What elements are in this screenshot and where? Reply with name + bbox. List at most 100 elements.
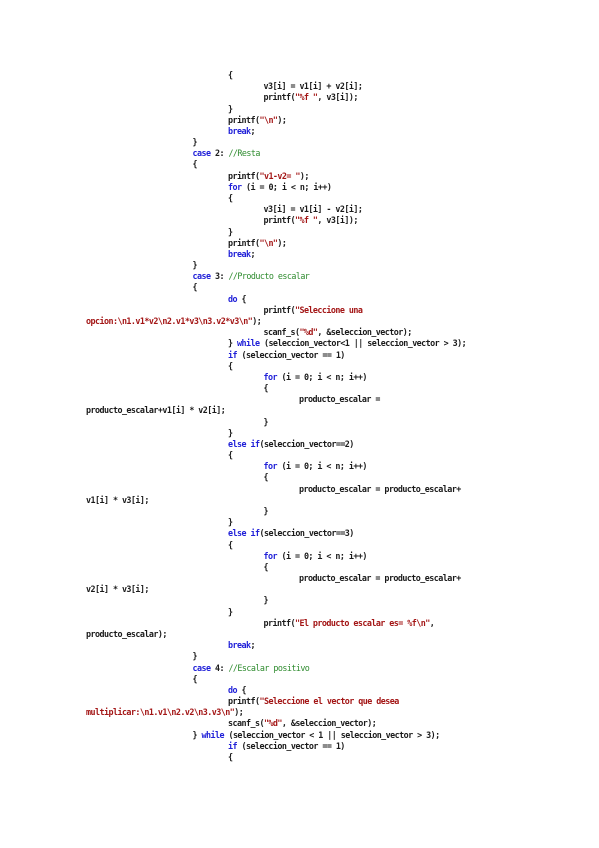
code-token: v3[i] = v1[i] + v2[i]; [263, 81, 363, 92]
code-token: scanf_s( [228, 718, 264, 729]
code-token: for [263, 371, 278, 382]
code-line: else if(seleccion_vector==2) [228, 439, 354, 450]
code-token: scanf_s( [263, 327, 300, 338]
code-token: else [228, 528, 247, 539]
code-token: (seleccion_vector < 1 || seleccion_vecto… [223, 729, 440, 740]
code-line: case 2: //Resta [192, 148, 261, 159]
code-token: ); [277, 237, 287, 248]
code-line: { [228, 193, 233, 204]
code-line: printf("%f ", v3[i]); [263, 215, 359, 226]
code-line: printf("v1-v2= "); [228, 171, 309, 182]
code-token: v2[i] * v3[i]; [86, 584, 149, 595]
code-line: for (i = 0; i < n; i++) [263, 371, 368, 383]
code-line: do { [228, 293, 247, 305]
code-line: break; [228, 249, 255, 260]
code-token: { [228, 751, 233, 762]
code-token: ; [250, 248, 255, 259]
code-line: break; [228, 126, 255, 137]
code-token: ); [234, 707, 244, 718]
code-token: do [228, 293, 238, 304]
code-token: v1[i] * v3[i]; [86, 494, 149, 505]
code-line: } while (seleccion_vector<1 || seleccion… [228, 338, 467, 349]
code-line: printf("Seleccione una [264, 305, 363, 316]
code-token: if [228, 740, 238, 751]
code-token: (seleccion_vector==2) [259, 438, 354, 449]
code-token: else [228, 438, 247, 449]
code-token: "El producto escalar es= %f\n" [294, 617, 430, 628]
code-line: } [228, 517, 233, 528]
code-line: for (i = 0; i < n; i++) [263, 461, 368, 472]
code-token: } [192, 729, 202, 740]
code-token: case [192, 148, 212, 159]
code-line: printf("\n"); [228, 237, 287, 249]
code-line: { [193, 282, 198, 293]
code-token: break [228, 125, 251, 136]
code-line: } [228, 104, 233, 115]
code-token: , [429, 617, 435, 628]
code-token: { [228, 360, 233, 371]
code-token: producto_escalar = [299, 394, 380, 405]
code-line: case 3: //Producto escalar [193, 271, 310, 282]
code-line: printf("%f ", v3[i]); [263, 92, 359, 103]
code-token: "Seleccione una [294, 304, 363, 315]
code-token: for [263, 461, 278, 472]
code-token: case [192, 662, 212, 673]
code-line: { [193, 674, 198, 685]
code-token: { [228, 450, 233, 461]
code-token: } [192, 260, 198, 271]
code-token: //Escalar positivo [228, 662, 310, 673]
code-token: { [192, 159, 198, 170]
code-line: v3[i] = v1[i] - v2[i]; [264, 204, 363, 215]
code-token: printf( [228, 237, 260, 248]
code-token: } [263, 595, 269, 606]
code-token: "\n" [259, 114, 278, 125]
code-token: (i = 0; i < n; i++) [276, 461, 367, 472]
code-line: producto_escalar = producto_escalar+ [299, 484, 461, 495]
code-token: opcion:\n1.v1*v2\n2.v1*v3\n3.v2*v3\n" [86, 315, 253, 326]
code-line: if (seleccion_vector == 1) [228, 350, 345, 361]
code-line: printf("Seleccione el vector que desea [228, 696, 399, 707]
code-token: break [228, 248, 251, 259]
code-line: { [264, 562, 269, 573]
code-token: printf( [263, 617, 296, 628]
code-token: printf( [263, 215, 296, 226]
code-token: , &seleccion_vector); [317, 327, 412, 338]
code-token: printf( [263, 92, 296, 103]
code-line: } [264, 595, 269, 606]
code-token: for [228, 181, 242, 192]
code-token: 4: [210, 662, 229, 673]
code-token: ); [299, 170, 310, 181]
code-token: "%f " [294, 215, 318, 226]
code-line: } [193, 651, 198, 662]
code-token: "%d" [263, 718, 283, 729]
code-token: case [192, 271, 212, 282]
code-token: } [263, 416, 269, 427]
code-token: producto_escalar = producto_escalar+ [299, 573, 461, 584]
code-token: if [250, 438, 260, 449]
code-line: } [228, 428, 233, 439]
code-line: } [264, 506, 269, 517]
code-line: scanf_s("%d", &seleccion_vector); [228, 718, 377, 729]
code-token: { [236, 293, 246, 304]
code-token: { [228, 70, 233, 80]
code-line: printf("\n"); [228, 114, 287, 126]
code-line: { [264, 472, 269, 483]
code-token: { [192, 673, 198, 684]
code-token: (seleccion_vector == 1) [236, 740, 345, 751]
code-line: v2[i] * v3[i]; [86, 584, 149, 595]
code-token: , v3[i]); [317, 92, 358, 103]
code-token: for [263, 550, 278, 561]
code-token: printf( [228, 170, 260, 181]
code-token: ); [252, 315, 262, 326]
code-token: v3[i] = v1[i] - v2[i]; [263, 204, 363, 215]
code-token: "%f " [294, 92, 318, 103]
code-token: producto_escalar); [86, 629, 167, 639]
code-token: 2: [210, 148, 229, 159]
code-token: if [250, 528, 260, 539]
code-token: (seleccion_vector<1 || seleccion_vector … [259, 338, 467, 349]
code-token: (i = 0; i < n; i++) [241, 181, 332, 192]
code-token: multiplicar:\n1.v1\n2.v2\n3.v3\n" [86, 707, 235, 718]
code-line: producto_escalar); [86, 629, 167, 640]
code-token: printf( [228, 696, 260, 707]
code-line: producto_escalar = producto_escalar+ [299, 573, 461, 584]
